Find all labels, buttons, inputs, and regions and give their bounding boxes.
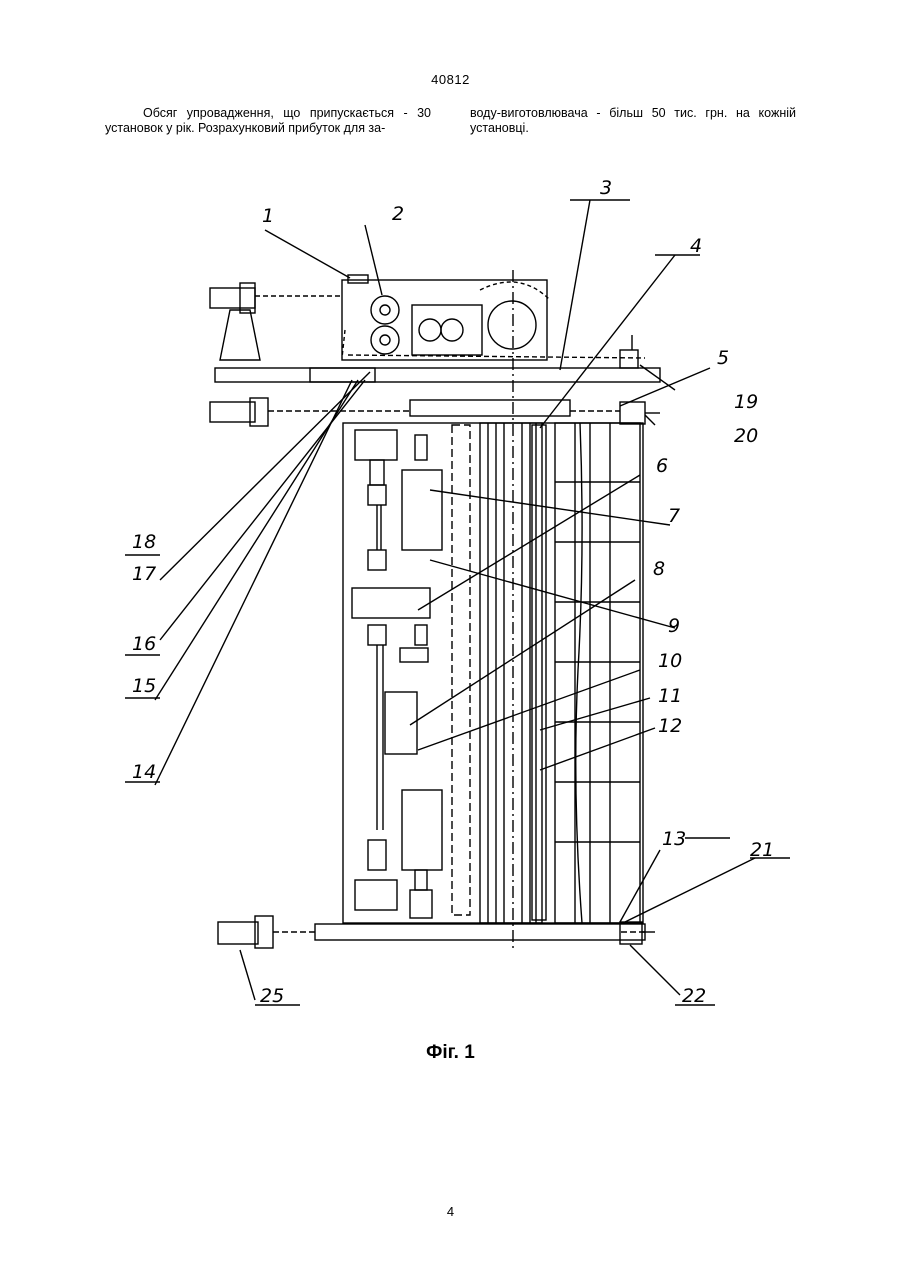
- callout-label-16: 16: [132, 633, 156, 655]
- page-number: 4: [0, 1204, 901, 1219]
- callout-label-15: 15: [132, 675, 156, 697]
- callout-label-14: 14: [132, 761, 156, 783]
- callout-label-7: 7: [668, 505, 680, 527]
- callout-label-2: 2: [392, 203, 404, 225]
- callout-label-20: 20: [734, 425, 758, 447]
- callout-label-13: 13: [662, 828, 686, 850]
- callout-label-9: 9: [668, 615, 680, 637]
- body-text-right-column: воду-виготовлювача - більш 50 тис. грн. …: [470, 106, 796, 136]
- technical-drawing: 1 2 3 4 5 6 7 8 9 10 11 12 13 14 15 16 1…: [100, 170, 800, 1010]
- callout-label-21: 21: [750, 839, 774, 861]
- body-text-left-column: Обсяг упровадження, що припускається - 3…: [105, 106, 431, 136]
- callout-label-3: 3: [600, 177, 612, 199]
- callout-label-10: 10: [658, 650, 682, 672]
- callout-label-25: 25: [260, 985, 284, 1007]
- callout-label-19: 19: [734, 391, 758, 413]
- callout-label-12: 12: [658, 715, 682, 737]
- callout-label-5: 5: [717, 347, 729, 369]
- technical-drawing-svg: 1 2 3 4 5 6 7 8 9 10 11 12 13 14 15 16 1…: [100, 170, 800, 1010]
- callout-label-1: 1: [262, 205, 274, 227]
- callout-label-17: 17: [132, 563, 156, 585]
- document-number: 40812: [0, 72, 901, 87]
- callout-label-22: 22: [682, 985, 706, 1007]
- callout-label-18: 18: [132, 531, 156, 553]
- callout-label-11: 11: [658, 685, 682, 707]
- callout-label-8: 8: [653, 558, 665, 580]
- callout-label-4: 4: [690, 235, 702, 257]
- callout-label-6: 6: [656, 455, 668, 477]
- figure-caption: Фіг. 1: [0, 1042, 901, 1064]
